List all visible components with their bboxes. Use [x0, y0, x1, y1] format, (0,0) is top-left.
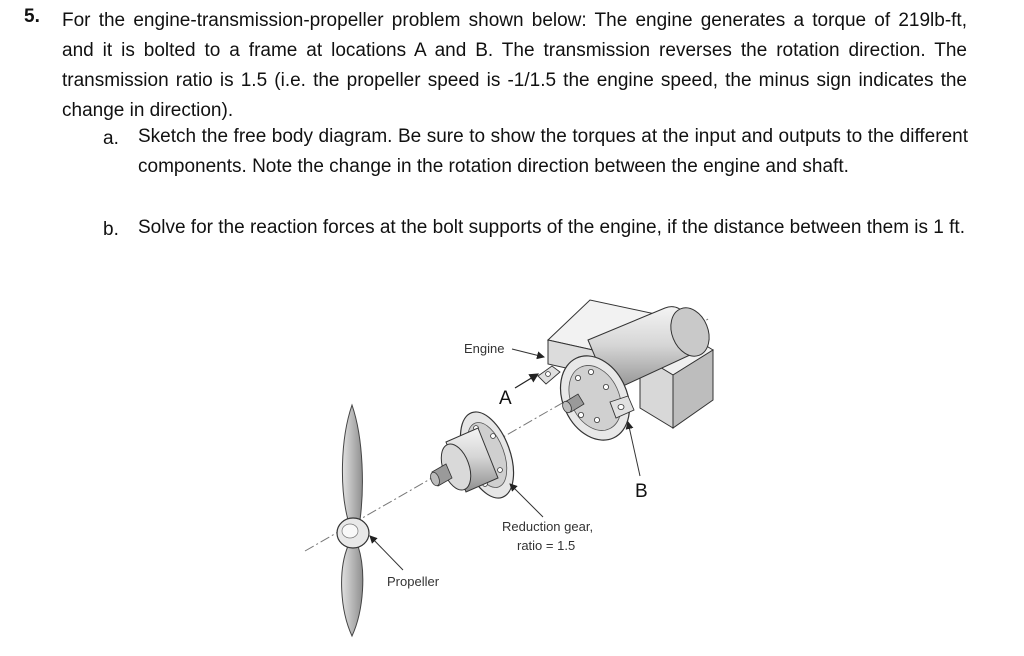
part-a-letter: a.: [103, 128, 119, 149]
point-b-label: B: [635, 481, 648, 502]
part-b-text: Solve for the reaction forces at the bol…: [138, 217, 965, 238]
part-b-letter: b.: [103, 219, 119, 240]
point-a-label: A: [499, 388, 512, 409]
engine-assembly: [537, 299, 714, 441]
shaft-axis: [304, 317, 711, 552]
propeller-assembly: [336, 403, 370, 638]
reduction-gear-label: Reduction gear,: [502, 519, 593, 534]
propeller-leader: [369, 535, 404, 571]
reduction-gear-leader: [509, 483, 544, 518]
engine-label: Engine: [464, 341, 504, 356]
point-b-leader: [625, 421, 641, 477]
reduction-gear-assembly: [430, 411, 515, 499]
propeller-label: Propeller: [387, 574, 440, 589]
problem-number: 5.: [24, 6, 40, 27]
engine-leader-arrow: [511, 348, 545, 360]
point-a-arrow: [514, 373, 540, 389]
problem-stem: For the engine-transmission-propeller pr…: [62, 10, 967, 121]
reduction-gear-ratio-label: ratio = 1.5: [517, 538, 575, 553]
part-a-text: Sketch the free body diagram. Be sure to…: [138, 126, 968, 177]
